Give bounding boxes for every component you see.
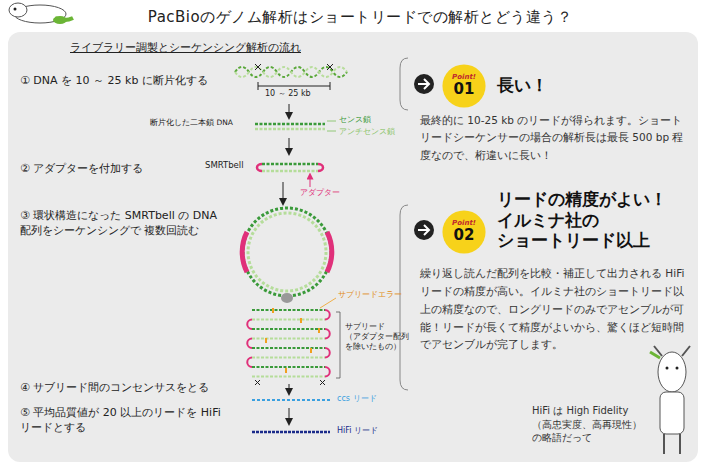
ccs-read [252,399,330,401]
subread-errors [265,308,320,373]
part-label: センス鎖 [339,115,399,126]
sense-strand [255,123,325,126]
subread-line [252,347,325,349]
note: HiFi は High Fidelity （高忠実度、高再現性） の略語だって [532,404,654,445]
panel [8,32,698,462]
antisense-strand [255,128,325,131]
smrtbell-circle [243,208,331,296]
point-heading: 長い！ [497,74,647,97]
point-heading: リードの精度がよい！ イルミナ社の ショートリード以上 [497,190,687,252]
subread-line [252,328,325,330]
point-badge: Point!02 [442,210,486,254]
bracket [336,312,340,378]
dimension: 10 ～ 25 kb [265,89,335,100]
subread-line [252,309,325,311]
adapter-loop [247,358,252,368]
subread-line [252,357,325,359]
badge-caption: Point! [442,74,486,82]
arrow-icon [414,74,434,94]
part-label: 断片化した二本鎖 DNA [150,118,250,128]
subtitle: ライブラリー調製とシーケンシング解析の流れ [70,41,370,56]
goat-mascot [650,346,690,454]
body-text: 繰り返し読んだ配列を比較・補正して出力される HiFi リードの精度が高い。イル… [420,265,688,354]
step-text: ② アダプターを付加する [20,162,235,177]
subreads [247,310,330,377]
adapter [257,164,323,171]
badge-caption: Point! [442,220,486,228]
arrow-icon [414,220,434,240]
part-label: アダプター [300,188,360,199]
part-label: サブリードエラー [338,290,418,301]
cut-marks [255,64,333,90]
part-label: SMRTbell [205,160,260,171]
polymerase [281,293,293,303]
hifi-read [252,431,330,434]
step-text: ④ サブリード間のコンセンサスをとる [20,381,235,396]
step-text: ① DNA を 10 ～ 25 kb に断片化する [20,74,235,89]
part-label: HiFi リード [337,426,397,437]
step-text: ⑤ 平均品質値が 20 以上のリードを HiFi リードとする [20,406,235,436]
part-label: ccs リード [337,394,397,405]
body-text: 最終的に 10-25 kb のリードが得られます。ショートリードシーケンサーの場… [420,112,688,164]
subread-line [252,376,325,378]
part-label: サブリード （アダプター配列 を除いたもの） [345,322,417,352]
callout-number: 02 [442,228,486,244]
adapter-loop [325,329,330,339]
dna-helix [235,67,347,77]
bracket [400,58,408,110]
adapter-loop [325,348,330,358]
point-badge: Point!01 [442,64,486,108]
flow-arrows [283,104,289,422]
title: PacBioのゲノム解析はショートリードでの解析とどう違う？ [80,7,640,27]
adapter-loop [325,367,330,377]
adapter-loop [247,339,252,349]
leader [327,121,336,131]
subread-line [252,319,325,321]
adapter-loop [325,310,330,320]
callout-number: 01 [442,82,486,98]
mascot [9,3,73,24]
subread-line [252,338,325,340]
part-label: アンチセンス鎖 [339,127,399,138]
subread-line [252,366,325,368]
step-text: ③ 環状構造になった SMRTbell の DNA 配列をシーケンシングで 複数… [20,209,225,239]
adapter-loop [247,320,252,330]
dna-helix [235,67,347,77]
